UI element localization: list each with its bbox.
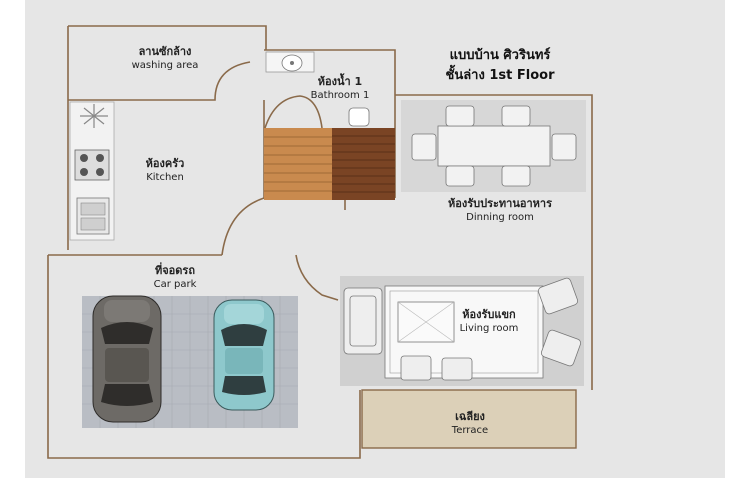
kitchen-thai-label: ห้องครัว [145, 157, 185, 170]
bathroom-fixtures [265, 51, 370, 127]
toilet-icon [348, 107, 370, 127]
dining-set [401, 100, 586, 192]
blue-car-icon [213, 299, 275, 411]
terrace-thai-label: เฉลียง [455, 410, 485, 423]
dining-room-label: Dinning room [466, 212, 534, 223]
kitchen-fixtures [69, 101, 115, 241]
terrace-label: Terrace [451, 425, 489, 436]
terrace-deck [361, 389, 577, 449]
bathroom-label: Bathroom 1 [310, 90, 370, 101]
washing-area-label: washing area [131, 60, 199, 71]
ventilation-icon [80, 104, 108, 128]
wooden-deck [264, 128, 395, 200]
living-room-label: Living room [459, 323, 519, 334]
plan-title-line-2: ชั้นล่าง 1st Floor [445, 68, 555, 83]
dining-room-thai-label: ห้องรับประทานอาหาร [448, 197, 552, 210]
living-set [340, 276, 584, 386]
washing-area-thai-label: ลานซักล้าง [138, 45, 192, 58]
carpark-thai-label: ที่จอดรถ [154, 264, 195, 277]
stove-icon [74, 149, 110, 181]
plan-title-line-1: แบบบ้าน ศิวรินทร์ [449, 48, 551, 63]
kitchen-label: Kitchen [146, 172, 184, 183]
living-room-thai-label: ห้องรับแขก [462, 308, 516, 321]
carpark-label: Car park [153, 279, 197, 290]
bathroom-thai-label: ห้องน้ำ 1 [317, 75, 363, 88]
dark-car-icon [92, 295, 162, 423]
